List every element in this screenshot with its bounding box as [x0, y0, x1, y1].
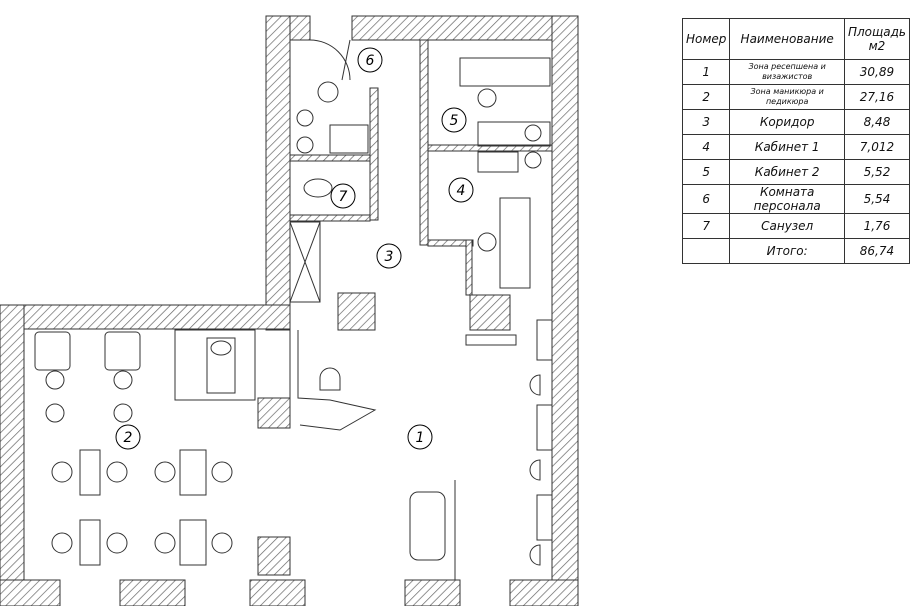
- header-number: Номер: [681, 18, 731, 60]
- room-3-label: 3: [376, 243, 402, 269]
- svg-text:5: 5: [450, 113, 459, 129]
- total-label: Итого:: [729, 238, 845, 264]
- room-labels: 1 2 3 4 5 6 7: [115, 47, 474, 450]
- room-1-label: 1: [407, 424, 433, 450]
- furniture: [34, 39, 553, 580]
- svg-text:1: 1: [416, 430, 425, 446]
- svg-text:4: 4: [457, 183, 466, 199]
- total-row: Итого:86,74: [681, 238, 910, 264]
- svg-text:2: 2: [124, 430, 133, 446]
- room-2-label: 2: [115, 424, 141, 450]
- walls: [0, 15, 579, 606]
- total-area: 86,74: [843, 238, 910, 264]
- header-area: Площадь м2: [843, 18, 910, 60]
- room-4-label: 4: [448, 177, 474, 203]
- room-6-label: 6: [357, 47, 383, 73]
- room-7-label: 7: [330, 183, 356, 209]
- svg-text:3: 3: [385, 249, 394, 265]
- room-5-label: 5: [441, 107, 467, 133]
- svg-text:7: 7: [339, 189, 348, 205]
- header-name: Наименование: [729, 18, 845, 60]
- svg-text:6: 6: [366, 53, 375, 69]
- floor-plan: 1 2 3 4 5 6 7: [0, 15, 579, 606]
